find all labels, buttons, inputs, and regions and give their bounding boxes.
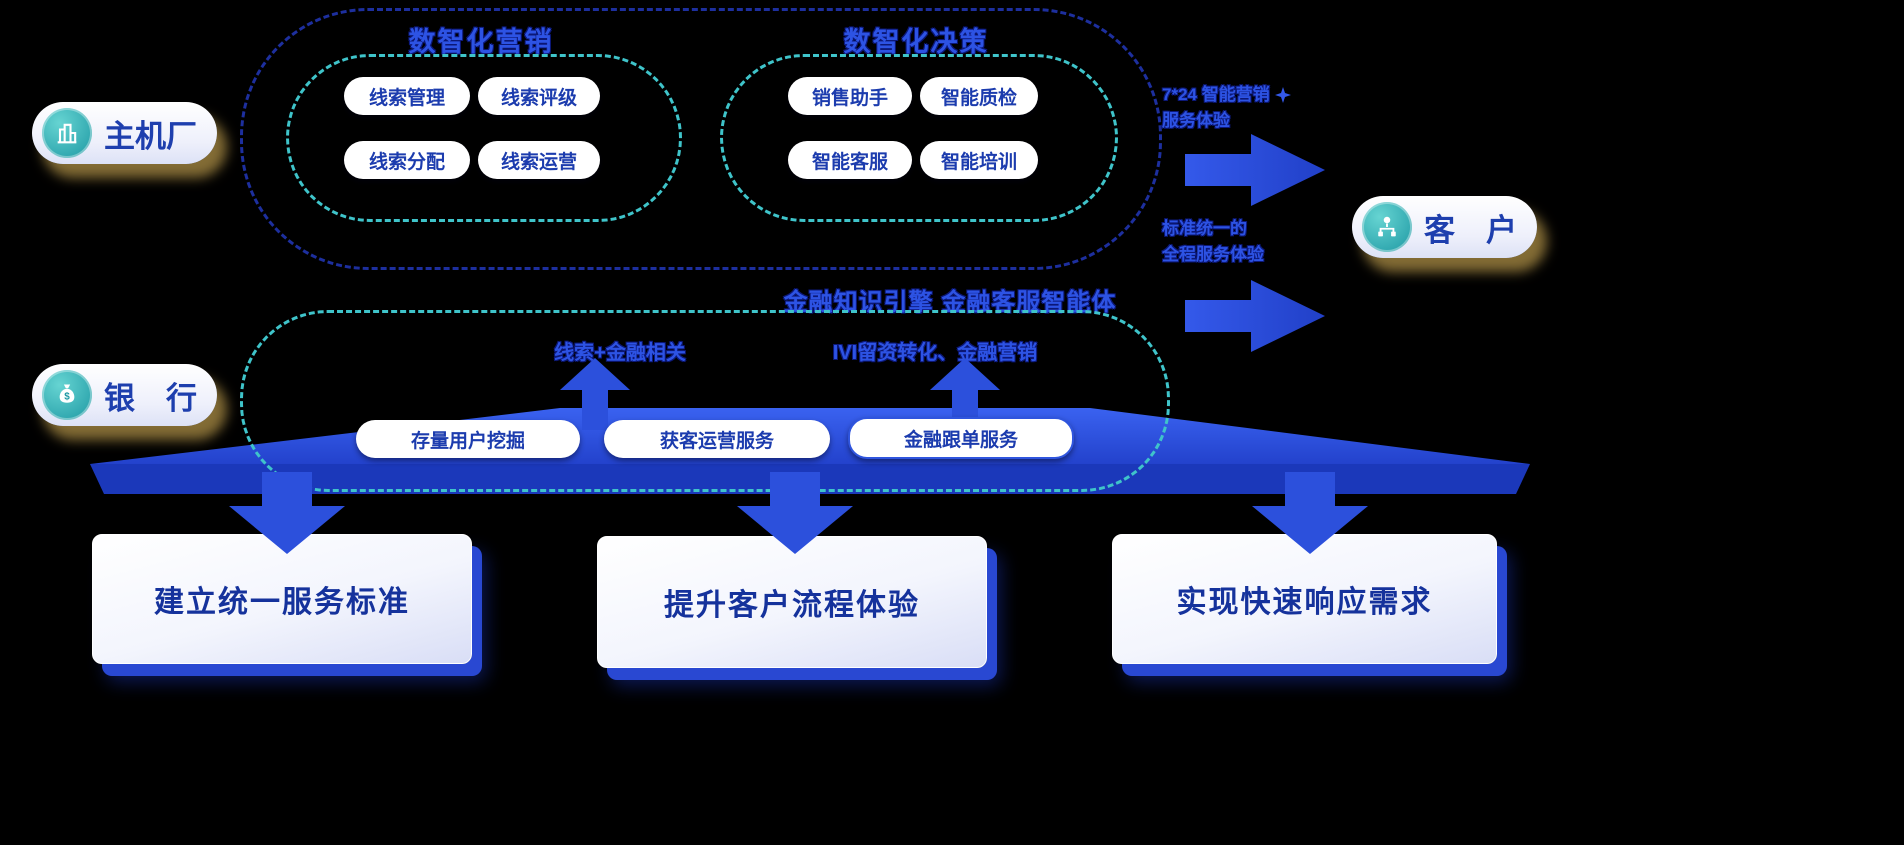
flow1-line1: 7*24 智能营销: [1162, 85, 1270, 104]
sparkle-icon: [1274, 87, 1291, 104]
bank-up-arrow-right: [930, 358, 1000, 430]
customer-icon: [1362, 202, 1412, 252]
pill-smart-service: 智能客服: [788, 141, 912, 179]
card-unified-service-standard: 建立统一服务标准: [92, 534, 472, 664]
pill-existing-user-mining: 存量用户挖掘: [356, 420, 580, 458]
actor-oem-label: 主机厂: [104, 118, 197, 154]
svg-text:$: $: [64, 392, 70, 403]
flow2-label: 标准统一的 全程服务体验: [1162, 216, 1332, 269]
pill-lead-rating: 线索评级: [478, 77, 600, 115]
actor-bank: $ 银 行: [32, 364, 217, 426]
card-rapid-response: 实现快速响应需求: [1112, 534, 1497, 664]
flow1-line2: 服务体验: [1162, 111, 1230, 131]
pill-sales-assistant: 销售助手: [788, 77, 912, 115]
decision-group-title: 数智化决策: [843, 27, 989, 57]
marketing-group-title: 数智化营销: [408, 27, 554, 57]
flow1-line1-row: 7*24 智能营销: [1162, 82, 1332, 108]
actor-customer: 客 户: [1352, 196, 1537, 258]
money-bag-icon: $: [42, 370, 92, 420]
flow2-right-arrow: [1185, 280, 1325, 352]
flow2-line2: 全程服务体验: [1162, 245, 1264, 265]
pill-smart-training: 智能培训: [920, 141, 1038, 179]
bank-label-left: 线索+金融相关: [554, 342, 686, 364]
actor-customer-label: 客 户: [1424, 212, 1517, 248]
decision-dashed-box: [720, 54, 1118, 222]
pill-lead-management: 线索管理: [344, 77, 470, 115]
down-arrow-1: [229, 472, 345, 554]
bank-label-right: IVI留资转化、金融营销: [832, 342, 1038, 364]
actor-bank-label: 银 行: [104, 380, 197, 416]
down-arrow-3: [1252, 472, 1368, 554]
pill-smart-qc: 智能质检: [920, 77, 1038, 115]
bank-dashed-frame: [240, 310, 1170, 492]
card-customer-process-experience: 提升客户流程体验: [597, 536, 987, 668]
pill-lead-assignment: 线索分配: [344, 141, 470, 179]
pill-financial-followup: 金融跟单服务: [848, 417, 1074, 459]
bank-up-arrow-left: [560, 358, 630, 430]
flow2-line1: 标准统一的: [1162, 219, 1247, 238]
pill-lead-operation: 线索运营: [478, 141, 600, 179]
marketing-dashed-box: [286, 54, 682, 222]
down-arrow-2: [737, 472, 853, 554]
pill-acquisition-operation: 获客运营服务: [604, 420, 830, 458]
actor-oem: 主机厂: [32, 102, 217, 164]
oem-dashed-frame: [240, 8, 1162, 270]
factory-icon: [42, 108, 92, 158]
flow1-label: 7*24 智能营销 服务体验: [1162, 82, 1332, 135]
flow1-right-arrow: [1185, 134, 1325, 206]
